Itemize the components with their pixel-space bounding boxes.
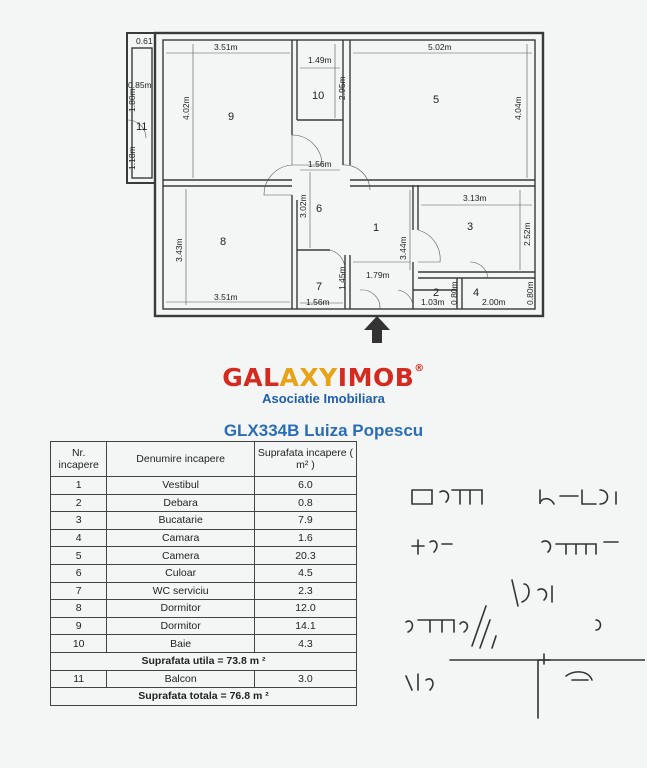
room-number: 9: [228, 111, 234, 123]
cell-area: 4.5: [253, 563, 358, 583]
cell-nr: 11: [49, 669, 108, 689]
room-number: 5: [433, 94, 439, 106]
cell-area: 3.0: [253, 669, 358, 689]
dim-text: 3.02m: [298, 194, 308, 218]
cell-nr: 8: [49, 599, 108, 618]
cell-area: 6.0: [253, 476, 358, 495]
useful-total: Suprafata utila = 73.8 m ²: [50, 651, 357, 671]
cell-nr: 9: [49, 616, 108, 636]
cell-name: Culoar: [106, 563, 255, 583]
cell-nr: 6: [49, 563, 108, 583]
dim-text: 0.80m: [449, 281, 459, 305]
cell-nr: 3: [49, 511, 108, 530]
dimension-lines: [166, 44, 532, 305]
dim-text: 3.51m: [214, 42, 238, 52]
cell-nr: 5: [49, 546, 108, 565]
brand-logo: GALAXYIMOB®: [222, 363, 425, 392]
dim-text: 2.00m: [482, 297, 506, 307]
cell-name: Baie: [106, 634, 255, 653]
cell-name: Bucatarie: [106, 511, 255, 530]
cell-area: 7.9: [253, 511, 358, 530]
cell-nr: 2: [49, 493, 108, 513]
dim-text: 0.80m: [525, 281, 535, 305]
dim-text: 0.61: [136, 36, 153, 46]
cell-name: Debara: [106, 493, 255, 513]
dim-text: 5.02m: [428, 42, 452, 52]
table-header-row: Nr. incapere Denumire incapere Suprafata…: [49, 441, 358, 477]
room-number: 3: [467, 221, 473, 233]
cell-name: Vestibul: [106, 476, 255, 495]
plan-walls: [126, 31, 545, 318]
cell-name: Camera: [106, 546, 255, 565]
dim-text: 1.80m: [127, 88, 137, 112]
header-area: Suprafata incapere ( m² ): [253, 441, 358, 477]
cell-area: 0.8: [253, 493, 358, 513]
dim-text: 1.79m: [366, 270, 390, 280]
brand-tagline: Asociatie Imobiliara: [262, 391, 385, 406]
cell-nr: 10: [49, 634, 108, 653]
floor-plan: 0.61 3.51m 1.49m 5.02m 0.85m 1.80m 4.02m…: [126, 31, 545, 343]
listing-title: GLX334B Luiza Popescu: [223, 421, 424, 440]
dim-text: 3.43m: [174, 238, 184, 262]
dim-text: 2.52m: [522, 222, 532, 246]
dim-text: 4.04m: [513, 96, 523, 120]
dim-text: 1.45m: [337, 266, 347, 290]
dim-text: 3.44m: [398, 236, 408, 260]
dim-text: 0.85m: [128, 80, 152, 90]
grand-total-row: Suprafata totala = 76.8 m ²: [50, 687, 357, 706]
dim-text: 1.49m: [308, 55, 332, 65]
cell-area: 4.3: [253, 634, 358, 653]
room-number: 4: [473, 287, 479, 299]
door-swings: [127, 119, 489, 310]
dim-text: 3.13m: [463, 193, 487, 203]
room-number: 7: [316, 281, 322, 293]
dim-text: 1.03m: [421, 297, 445, 307]
cell-name: Dormitor: [106, 599, 255, 618]
room-number: 1: [373, 222, 379, 234]
entrance-arrow-icon: [364, 316, 390, 343]
room-number: 11: [136, 121, 147, 133]
header-nr: Nr. incapere: [49, 441, 108, 477]
cell-area: 1.6: [253, 528, 358, 548]
room-area-table: Nr. incapere Denumire incapere Suprafata…: [49, 441, 358, 706]
illegible-scribbles: [405, 489, 645, 719]
room-number: 2: [433, 287, 439, 299]
cell-area: 14.1: [253, 616, 358, 636]
cell-area: 2.3: [253, 581, 358, 601]
dim-text: 2.95m: [337, 76, 347, 100]
cell-name: Camara: [106, 528, 255, 548]
room-number: 6: [316, 203, 322, 215]
cell-nr: 4: [49, 528, 108, 548]
cell-name: WC serviciu: [106, 581, 255, 601]
cell-area: 20.3: [253, 546, 358, 565]
dim-text: 4.02m: [181, 96, 191, 120]
cell-area: 12.0: [253, 599, 358, 618]
header-name: Denumire incapere: [106, 441, 255, 477]
useful-total-row: Suprafata utila = 73.8 m ²: [50, 651, 357, 671]
dim-text: 1.56m: [306, 297, 330, 307]
dim-text: 1.56m: [308, 159, 332, 169]
dim-text: 1.18m: [127, 146, 137, 170]
grand-total: Suprafata totala = 76.8 m ²: [50, 687, 357, 706]
room-number: 10: [312, 90, 324, 102]
room-number: 8: [220, 236, 226, 248]
cell-name: Dormitor: [106, 616, 255, 636]
cell-name: Balcon: [106, 669, 255, 689]
cell-nr: 1: [49, 476, 108, 495]
cell-nr: 7: [49, 581, 108, 601]
dim-text: 3.51m: [214, 292, 238, 302]
